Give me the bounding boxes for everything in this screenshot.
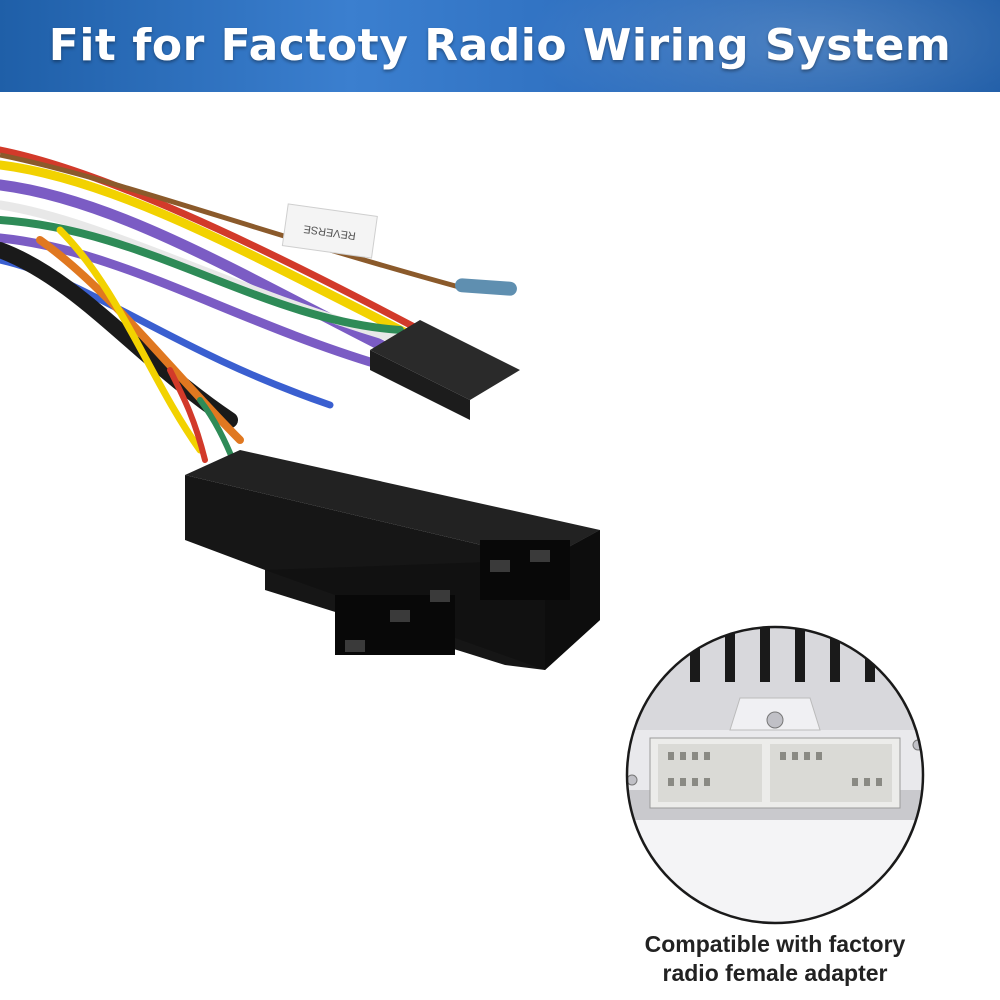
header-banner: Fit for Factoty Radio Wiring System xyxy=(0,0,1000,92)
brown-reverse-wire xyxy=(0,152,471,293)
reverse-label-tag: REVERSE xyxy=(281,203,378,259)
wiring-harness-image: REVERSE xyxy=(0,146,600,670)
screw-icon xyxy=(766,711,784,729)
caption-line-1: Compatible with factory xyxy=(644,931,906,957)
connector-plug xyxy=(185,320,600,670)
inset-caption: Compatible with factory radio female ada… xyxy=(600,930,950,988)
banner-glow xyxy=(520,0,1000,92)
factory-radio-inset xyxy=(625,625,925,925)
caption-line-2: radio female adapter xyxy=(662,960,888,986)
page-title: Fit for Factoty Radio Wiring System xyxy=(48,20,952,71)
wire-bundle xyxy=(0,146,435,468)
wire-end-cap xyxy=(455,278,517,296)
inset-circle-border xyxy=(625,625,925,925)
